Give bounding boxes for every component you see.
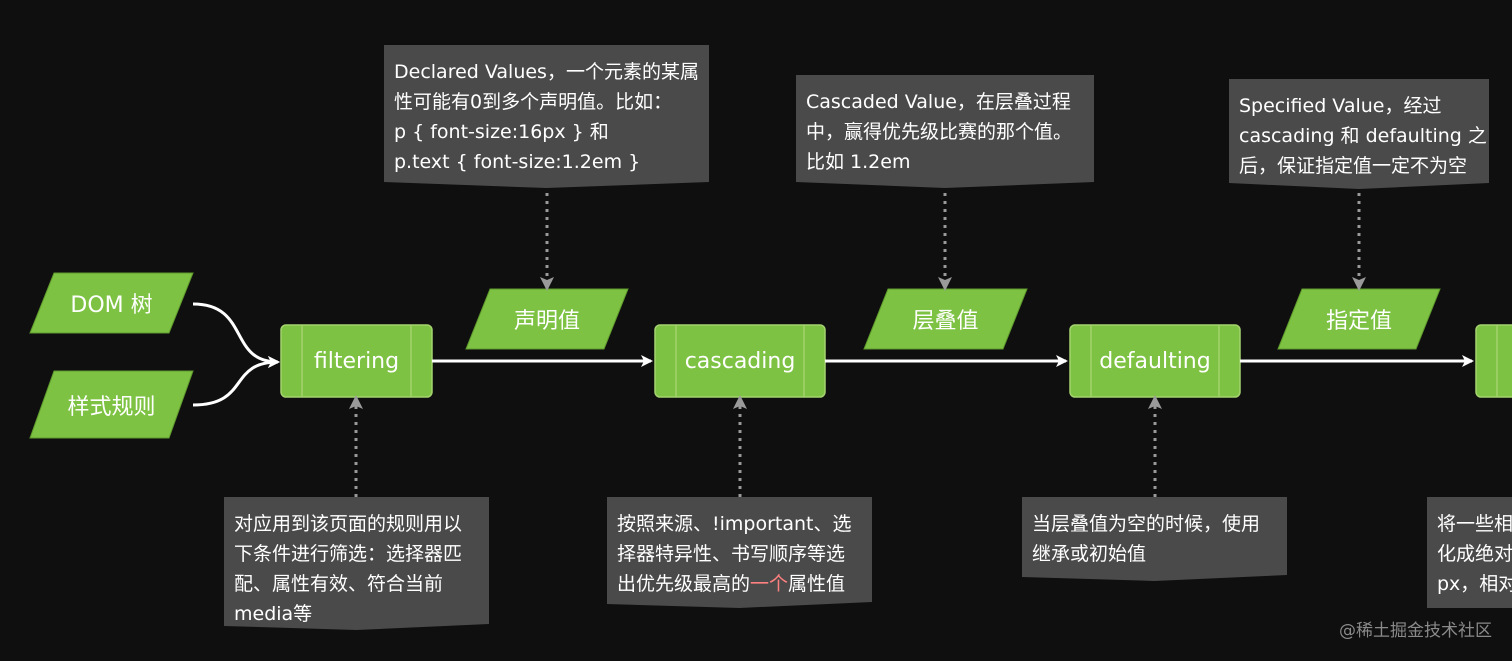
style-rules-shape: [29, 370, 194, 439]
note-line: 中，赢得优先级比赛的那个值。: [806, 121, 1073, 143]
declared-value-shape: [465, 288, 629, 350]
specified-value-shape: [1277, 288, 1441, 350]
cascaded-value-text: 层叠值: [912, 309, 979, 334]
note-line: 对应用到该页面的规则用以: [234, 513, 463, 535]
note-line: cascading 和 defaulting 之: [1239, 125, 1487, 147]
cascading-note: 按照来源、!important、选 择器特异性、书写顺序等选 出优先级最高的一个…: [607, 497, 872, 608]
note-line: Cascaded Value，在层叠过程: [806, 91, 1071, 113]
style-rules-text: 样式规则: [67, 394, 156, 420]
note-text: 出优先级最高的: [617, 573, 751, 595]
filtering-text: filtering: [313, 348, 400, 374]
cascading-text: cascading: [684, 348, 796, 374]
dom-tree-label: DOM 树: [34, 273, 189, 333]
specified-value-label: 指定值: [1282, 289, 1436, 349]
note-line: p { font-size:16px } 和: [394, 121, 609, 143]
declared-values-note: Declared Values，一个元素的某属 性可能有0到多个声明值。比如： …: [384, 45, 709, 188]
note-line: 下条件进行筛选：选择器匹: [234, 543, 463, 565]
dom-tree-shape: [29, 272, 194, 334]
dom-to-filtering-connector: [192, 302, 280, 368]
note-line: Specified Value，经过: [1239, 95, 1442, 117]
defaulting-text: defaulting: [1099, 348, 1211, 374]
declared-value-label: 声明值: [470, 289, 624, 349]
note-line: 按照来源、!important、选: [617, 513, 852, 535]
note-text: 属性值: [788, 573, 846, 595]
note-line: px，相对: [1437, 573, 1512, 595]
cascading-label: cascading: [655, 325, 825, 397]
note-line: media等: [234, 603, 313, 625]
specified-value-note: Specified Value，经过 cascading 和 defaultin…: [1229, 79, 1489, 189]
filtering-note: 对应用到该页面的规则用以 下条件进行筛选：选择器匹 配、属性有效、符合当前 me…: [224, 497, 489, 630]
next-process-box-partial: [1475, 324, 1512, 398]
filtering-label: filtering: [281, 325, 432, 397]
cascaded-value-label: 层叠值: [868, 289, 1023, 349]
defaulting-note: 当层叠值为空的时候，使用 继承或初始值: [1022, 497, 1287, 581]
note-line: 出优先级最高的一个属性值: [617, 569, 862, 599]
note-line: 择器特异性、书写顺序等选: [617, 543, 846, 565]
note-line: 配、属性有效、符合当前: [234, 573, 444, 595]
note-line: p.text { font-size:1.2em }: [394, 151, 641, 173]
note-line: 继承或初始值: [1032, 543, 1147, 565]
style-rules-label: 样式规则: [34, 371, 189, 438]
rules-to-filtering-connector: [192, 356, 280, 407]
specified-value-text: 指定值: [1325, 309, 1392, 334]
note-line: 后，保证指定值一定不为空: [1239, 155, 1468, 177]
declared-value-text: 声明值: [513, 309, 580, 334]
watermark: @稀土掘金技术社区: [1339, 621, 1492, 641]
highlighted-text: 一个: [750, 573, 789, 595]
defaulting-label: defaulting: [1070, 325, 1240, 397]
note-line: 将一些相: [1437, 513, 1512, 535]
computed-value-note-partial: 将一些相 化成绝对 px，相对: [1427, 497, 1512, 608]
dom-tree-text: DOM 树: [70, 293, 153, 318]
note-line: 性可能有0到多个声明值。比如：: [394, 91, 673, 113]
cascaded-value-shape: [863, 288, 1028, 350]
cascaded-value-note: Cascaded Value，在层叠过程 中，赢得优先级比赛的那个值。 比如 1…: [796, 75, 1094, 188]
note-line: 当层叠值为空的时候，使用: [1032, 513, 1261, 535]
note-line: 比如 1.2em: [806, 151, 911, 173]
note-line: Declared Values，一个元素的某属: [394, 61, 699, 83]
note-line: 化成绝对: [1437, 543, 1512, 565]
